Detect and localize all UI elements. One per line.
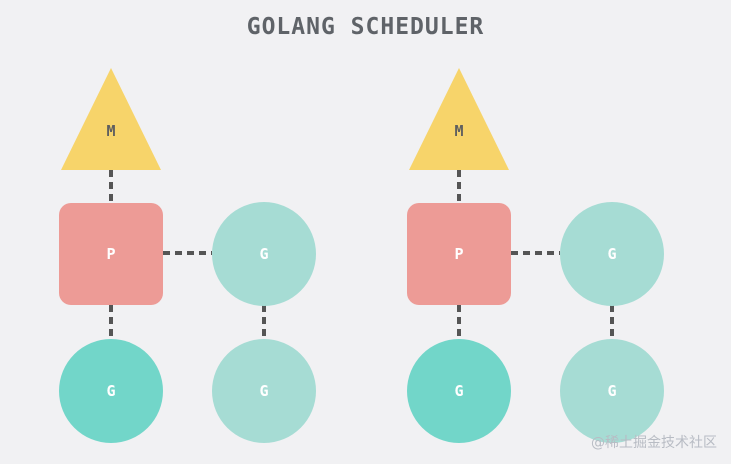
goroutine-label: G [259,245,268,263]
machine-triangle [409,68,509,170]
goroutine-waiting [212,202,316,306]
goroutine-label: G [259,382,268,400]
goroutine-label: G [607,245,616,263]
processor-box [407,203,511,305]
watermark: @稀土掘金技术社区 [591,435,717,451]
processor-label: P [454,245,463,263]
goroutine-running [59,339,163,443]
goroutine-label: G [106,382,115,400]
goroutine-label: G [607,382,616,400]
processor-box [59,203,163,305]
goroutine-label: G [454,382,463,400]
diagram-title: GOLANG SCHEDULER [246,14,485,40]
machine-label: M [454,122,463,140]
goroutine-waiting [560,202,664,306]
machine-label: M [106,122,115,140]
goroutine-running [407,339,511,443]
goroutine-waiting [212,339,316,443]
scheduler-group-2: M P G G G [407,68,664,443]
machine-triangle [61,68,161,170]
scheduler-group-1: M P G G G [59,68,316,443]
processor-label: P [106,245,115,263]
goroutine-waiting [560,339,664,443]
